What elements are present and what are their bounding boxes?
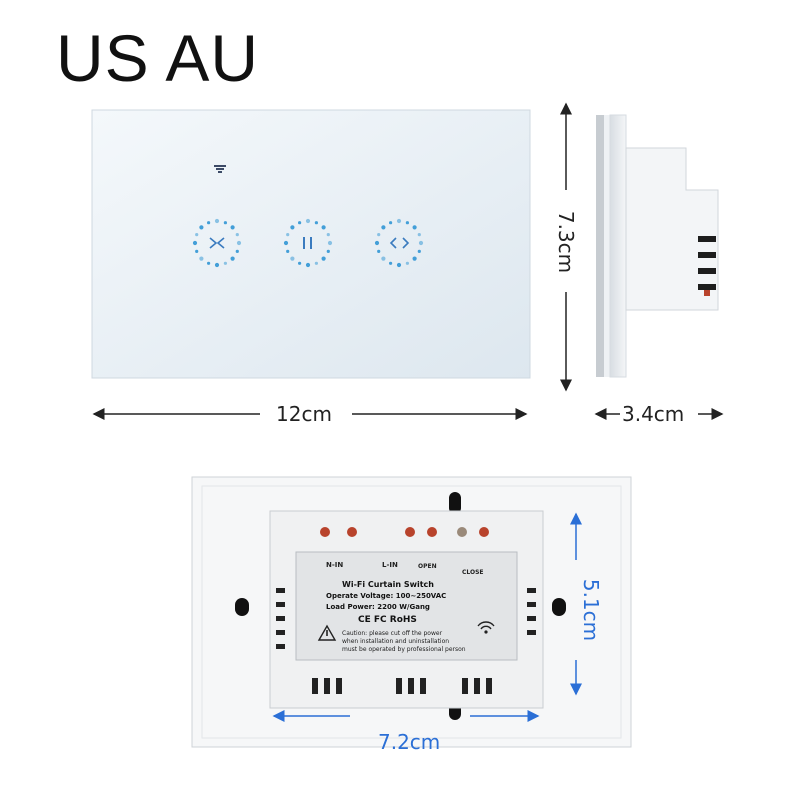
side-vent-slots bbox=[698, 236, 716, 296]
terminal-open-label: OPEN bbox=[418, 563, 437, 570]
voltage-label: Operate Voltage: 100~250VAC bbox=[326, 592, 447, 600]
back-height-dimension-label: 5.1cm bbox=[579, 578, 603, 642]
pause-icon bbox=[303, 237, 312, 249]
terminals bbox=[320, 527, 489, 537]
back-bottom-slots bbox=[312, 678, 492, 694]
load-power-label: Load Power: 2200 W/Gang bbox=[326, 603, 430, 611]
terminal-close-label: CLOSE bbox=[462, 569, 484, 576]
caution-line-1: Caution: please cut off the power bbox=[342, 630, 443, 637]
caution-line-2: when installation and uninstallation bbox=[342, 638, 450, 645]
back-side-slots bbox=[276, 588, 536, 649]
back-width-dimension-label: 7.2cm bbox=[378, 730, 441, 754]
width-dimension-label: 12cm bbox=[276, 402, 332, 426]
open-curtain-icon bbox=[209, 237, 225, 249]
wifi-indicator-icon bbox=[214, 165, 226, 173]
terminal-l-label: L-IN bbox=[382, 561, 398, 569]
pause-touch-button[interactable] bbox=[283, 218, 333, 268]
close-curtain-touch-button[interactable] bbox=[374, 218, 424, 268]
side-view bbox=[596, 114, 719, 378]
dimension-lines-back bbox=[272, 512, 582, 722]
open-curtain-touch-button[interactable] bbox=[192, 218, 242, 268]
page-title: US AU bbox=[56, 21, 260, 95]
back-view bbox=[191, 476, 632, 748]
warning-triangle-icon bbox=[317, 624, 337, 641]
terminal-n-label: N-IN bbox=[326, 561, 344, 569]
product-name-label: Wi-Fi Curtain Switch bbox=[342, 580, 434, 589]
height-dimension-label: 7.3cm bbox=[554, 210, 578, 274]
certification-marks: CE FC RoHS bbox=[358, 615, 417, 625]
close-curtain-icon bbox=[389, 237, 410, 249]
dimension-lines-top bbox=[92, 102, 724, 420]
wifi-logo-icon bbox=[477, 621, 495, 634]
depth-dimension-label: 3.4cm bbox=[622, 402, 685, 426]
caution-line-3: must be operated by professional person bbox=[342, 646, 466, 653]
